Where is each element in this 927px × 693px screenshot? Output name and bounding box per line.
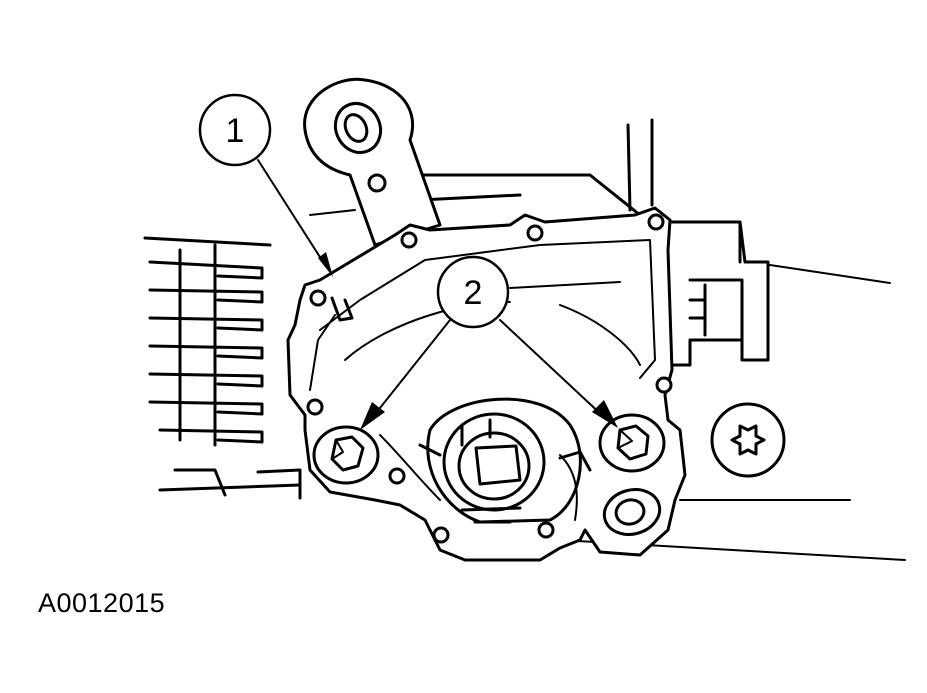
callout-1-circle [198,93,272,167]
callout-1-arrowhead [318,252,333,277]
callout-1-label: 1 [226,112,245,150]
callout-2: 2 [360,255,618,430]
shaft-assembly [379,397,592,524]
callout-2-right-arrowhead [592,400,618,428]
cooling-fins [148,243,264,447]
connector [663,220,770,367]
callout-2-label: 2 [464,274,483,312]
bolt-left [312,425,380,485]
callout-2-left-arrowhead [360,402,385,430]
callout-1: 1 [198,93,333,277]
torx-bolt [710,402,786,478]
bolt-right [598,413,666,473]
lower-slot [602,488,662,536]
callout-2-circle [436,255,510,329]
shift-lever [303,77,442,247]
figure-id: A0012015 [38,588,166,618]
